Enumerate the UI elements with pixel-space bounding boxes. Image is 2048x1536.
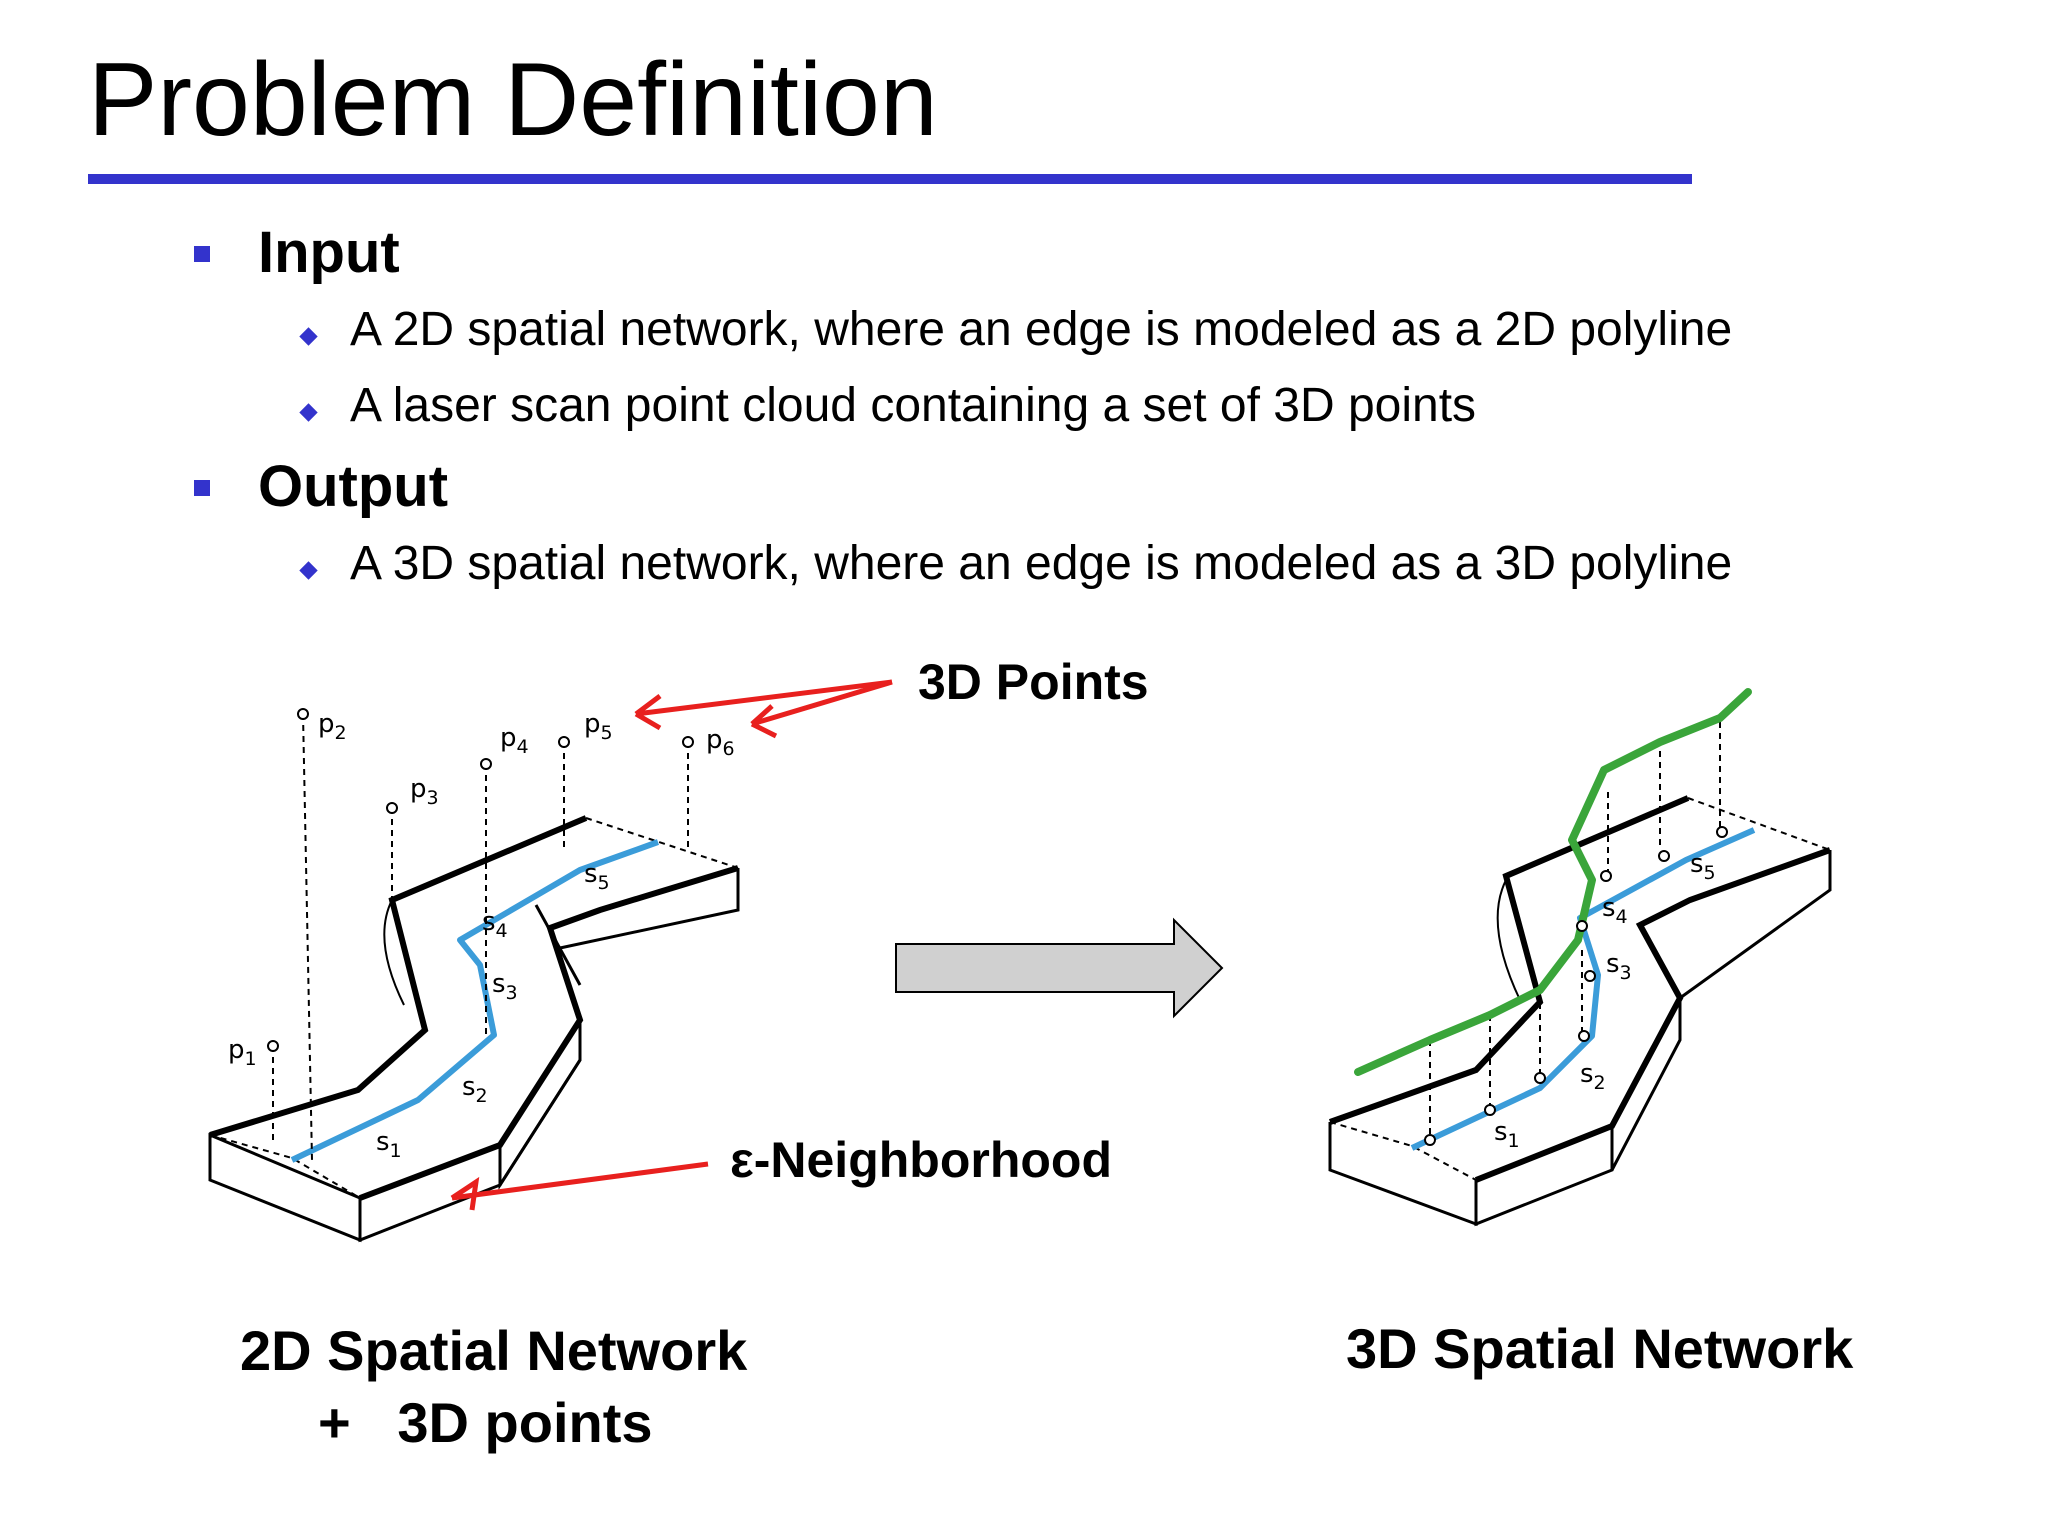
left-caption-line2: + 3D points [318,1391,653,1454]
segment-label: s1 [1494,1117,1520,1152]
callout-arrows [450,679,893,1211]
points-callout-label: 3D Points [918,654,1149,710]
sub-bullet-text: A 2D spatial network, where an edge is m… [350,303,1733,356]
segment-label: s5 [584,859,610,894]
point-marker [267,1040,279,1052]
sub-bullet-text: A 3D spatial network, where an edge is m… [350,537,1733,590]
title-underline [88,174,1692,184]
point-label: p6 [706,725,735,760]
point-marker [682,736,694,748]
segment-label: s1 [376,1127,402,1162]
left-network: p1 p2 p3 p4 p5 p6 s1 s2 s3 s4 s5 [208,679,893,1243]
bullet-heading: Input [258,220,400,285]
arrow-to-neighborhood [451,1161,709,1201]
point-marker [386,802,398,814]
point-cloud-2d-view [267,708,694,1161]
point-labels: p1 p2 p3 p4 p5 p6 [228,709,735,1070]
point-label: p4 [500,723,529,758]
height-drop-lines [1429,722,1721,1138]
segment-label: s4 [1602,893,1628,928]
right-network: s1 s2 s3 s4 s5 [1328,688,1832,1227]
segment-label: s2 [1580,1059,1606,1094]
segment-label: s4 [482,907,508,942]
bullet-list: Input A 2D spatial network, where an edg… [0,0,2048,620]
point-label: p2 [318,709,347,744]
arrow-to-p6 [751,679,893,727]
page-title: Problem Definition [88,42,938,158]
point-marker [297,708,309,720]
point-label: p1 [228,1035,257,1070]
neighborhood-callout-label: ε-Neighborhood [730,1132,1112,1188]
transform-arrow-icon [895,917,1224,1019]
square-bullet-icon [194,480,210,496]
point-label: p5 [584,709,613,744]
segment-label: s3 [492,969,518,1004]
right-caption: 3D Spatial Network [1346,1317,1854,1380]
segment-labels-3d: s1 s2 s3 s4 s5 [1494,849,1716,1152]
segment-label: s5 [1690,849,1716,884]
polyline-2d [290,839,660,1163]
point-marker [480,758,492,770]
left-caption-line1: 2D Spatial Network [240,1319,748,1382]
polyline-3d [1354,688,1752,1076]
segment-label: s2 [462,1072,488,1107]
arrow-to-p5 [635,679,893,717]
projected-polyline [1410,827,1756,1151]
sub-bullet-text: A laser scan point cloud containing a se… [350,379,1477,432]
projection-line [302,713,313,1161]
square-bullet-icon [194,246,210,262]
point-label: p3 [410,774,439,809]
segment-label: s3 [1606,949,1632,984]
segment-labels: s1 s2 s3 s4 s5 [376,859,610,1162]
bullet-heading: Output [258,454,449,519]
point-marker [558,736,570,748]
epsilon-neighborhood-slab [208,815,740,1243]
vertex-markers [1424,826,1728,1146]
